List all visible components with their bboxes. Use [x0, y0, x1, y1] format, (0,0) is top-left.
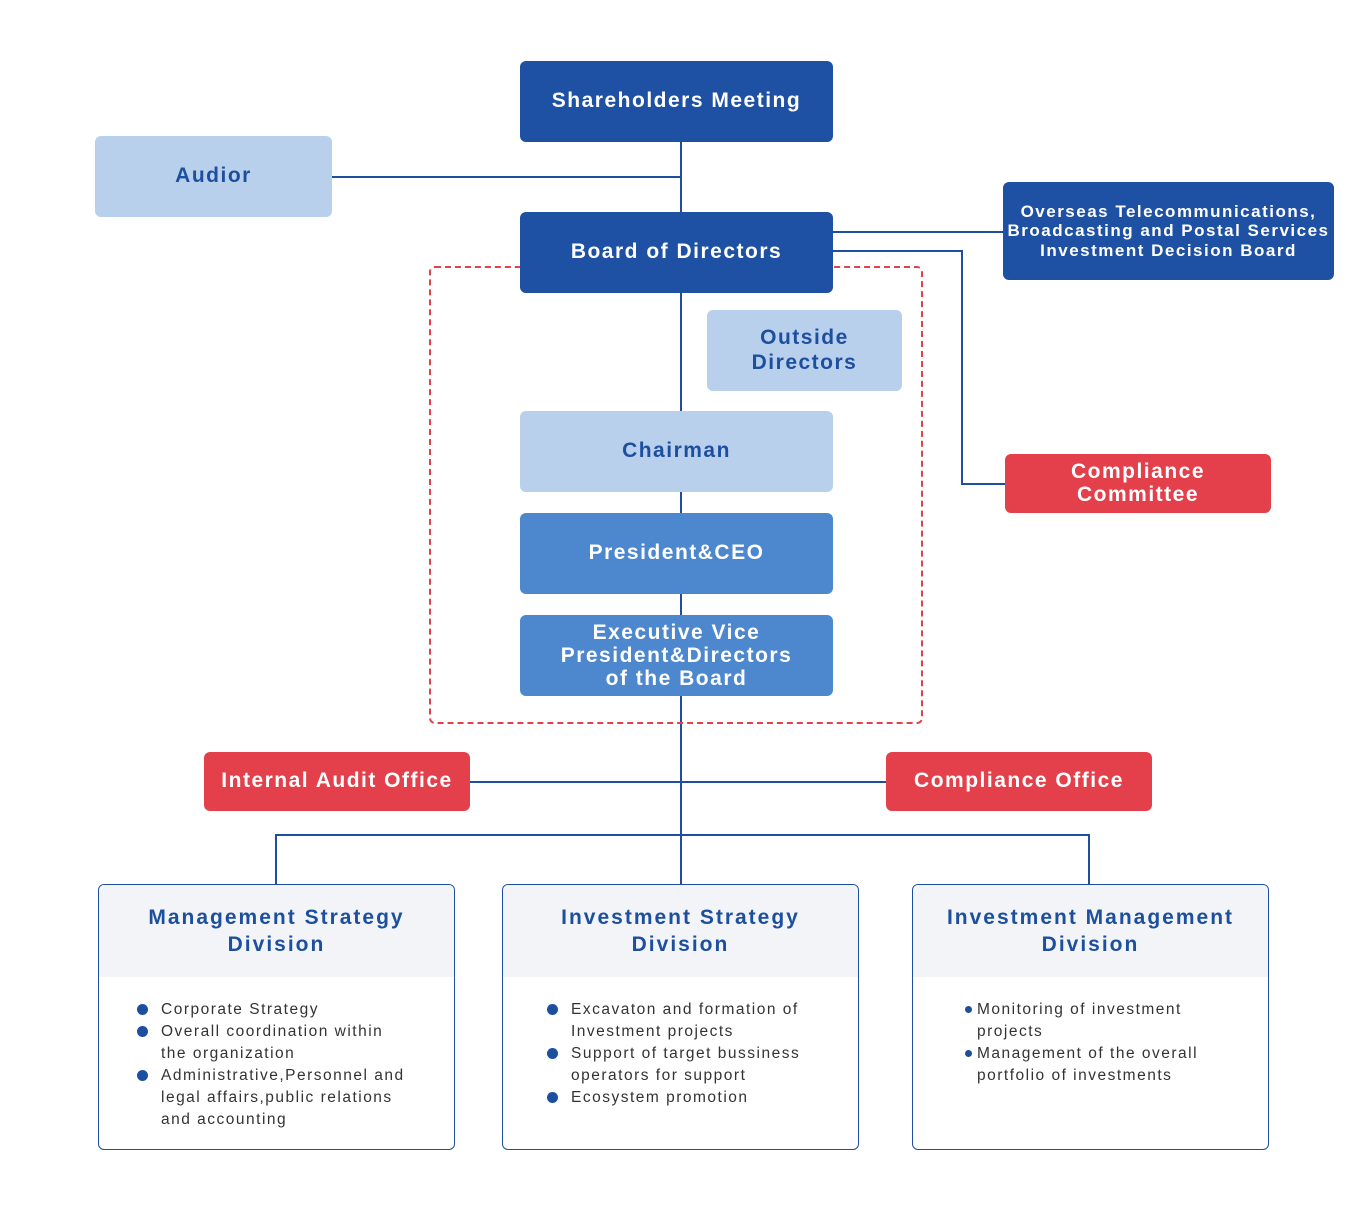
management-strategy-division: Management Strategy Division Corporate S… — [98, 884, 455, 1150]
auditor-box: Audior — [95, 136, 332, 217]
auditor-connector — [332, 176, 681, 178]
bullet-icon — [965, 1050, 972, 1057]
duty-item: Ecosystem promotion — [547, 1087, 828, 1109]
duty-item: Excavaton and formation of Investment pr… — [547, 999, 828, 1043]
division-drop-left — [275, 834, 277, 885]
overseas-investment-board-box: Overseas Telecommunications, Broadcastin… — [1003, 182, 1334, 280]
president-ceo-box: President&CEO — [520, 513, 833, 594]
division-duties: Monitoring of investment projects Manage… — [913, 977, 1268, 1087]
division-duties: Corporate Strategy Overall coordination … — [99, 977, 454, 1131]
duty-item: Management of the overall portfolio of i… — [965, 1043, 1238, 1087]
duty-text: Monitoring of investment projects — [977, 1001, 1182, 1040]
duty-item: Administrative,Personnel and legal affai… — [137, 1065, 424, 1131]
bullet-icon — [547, 1092, 558, 1103]
division-drop-right — [1088, 834, 1090, 885]
division-title: Investment Strategy Division — [503, 885, 858, 977]
compliance-committee-box: Compliance Committee — [1005, 454, 1271, 513]
duty-item: Support of target bussiness operators fo… — [547, 1043, 828, 1087]
compliance-committee-connector-v — [961, 250, 963, 485]
outside-directors-label: Outside Directors — [751, 326, 858, 374]
division-bus-line — [275, 834, 1090, 836]
division-title: Investment Management Division — [913, 885, 1268, 977]
outside-directors-box: Outside Directors — [707, 310, 902, 391]
bullet-icon — [137, 1004, 148, 1015]
executive-vice-president-box: Executive Vice President&Directors of th… — [520, 615, 833, 696]
investment-management-division: Investment Management Division Monitorin… — [912, 884, 1269, 1150]
overseas-investment-board-label: Overseas Telecommunications, Broadcastin… — [1007, 201, 1330, 260]
auditor-label: Audior — [175, 164, 252, 188]
investment-strategy-division: Investment Strategy Division Excavaton a… — [502, 884, 859, 1150]
division-title: Management Strategy Division — [99, 885, 454, 977]
compliance-committee-connector-h2 — [961, 483, 1005, 485]
duty-text: Management of the overall portfolio of i… — [977, 1045, 1199, 1084]
shareholders-meeting-label: Shareholders Meeting — [551, 89, 802, 113]
internal-audit-office-box: Internal Audit Office — [204, 752, 470, 811]
board-of-directors-box: Board of Directors — [520, 212, 833, 293]
compliance-office-label: Compliance Office — [914, 769, 1124, 793]
duty-text: Overall coordination within the organiza… — [161, 1023, 384, 1062]
internal-audit-office-label: Internal Audit Office — [221, 769, 453, 793]
shareholders-meeting-box: Shareholders Meeting — [520, 61, 833, 142]
duty-item: Monitoring of investment projects — [965, 999, 1238, 1043]
duty-text: Administrative,Personnel and legal affai… — [161, 1067, 405, 1128]
duty-text: Excavaton and formation of Investment pr… — [571, 1001, 799, 1040]
president-ceo-label: President&CEO — [588, 541, 765, 565]
bullet-icon — [547, 1048, 558, 1059]
audit-compliance-connector — [470, 781, 886, 783]
duty-item: Corporate Strategy — [137, 999, 424, 1021]
compliance-office-box: Compliance Office — [886, 752, 1152, 811]
board-of-directors-label: Board of Directors — [570, 240, 783, 264]
duty-item: Overall coordination within the organiza… — [137, 1021, 424, 1065]
overseas-connector — [833, 231, 1003, 233]
executive-vice-president-label: Executive Vice President&Directors of th… — [560, 620, 793, 691]
bullet-icon — [547, 1004, 558, 1015]
bullet-icon — [965, 1006, 972, 1013]
division-duties: Excavaton and formation of Investment pr… — [503, 977, 858, 1109]
chairman-box: Chairman — [520, 411, 833, 492]
duty-text: Corporate Strategy — [161, 1001, 319, 1018]
compliance-committee-label: Compliance Committee — [1070, 460, 1206, 506]
compliance-committee-connector-h1 — [833, 250, 963, 252]
bullet-icon — [137, 1026, 148, 1037]
duty-text: Ecosystem promotion — [571, 1089, 749, 1106]
duty-text: Support of target bussiness operators fo… — [571, 1045, 801, 1084]
chairman-label: Chairman — [622, 439, 731, 463]
bullet-icon — [137, 1070, 148, 1081]
